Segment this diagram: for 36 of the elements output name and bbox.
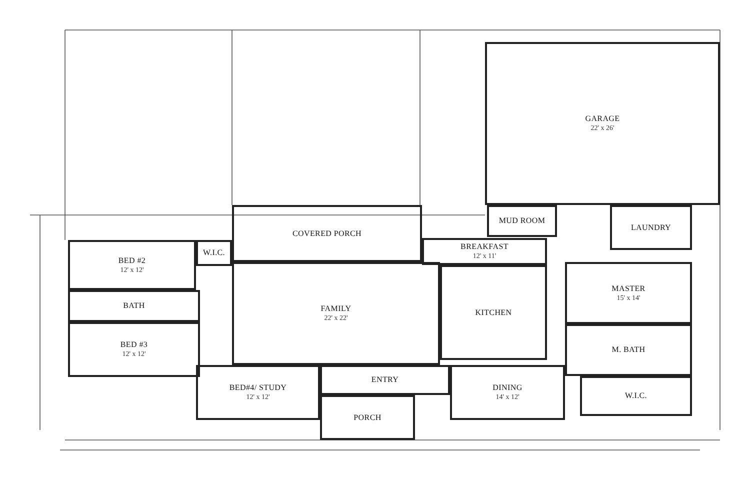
room-outline <box>450 365 565 420</box>
room-outline <box>565 324 692 376</box>
room-name: W.I.C. <box>202 249 226 257</box>
room-name: PORCH <box>354 414 382 422</box>
room-outline <box>485 42 720 205</box>
room-name: ENTRY <box>371 376 399 384</box>
room-name: LAUNDRY <box>630 224 672 232</box>
room-outline <box>196 240 232 266</box>
room-outline <box>320 365 450 395</box>
room-name: BATH <box>123 302 145 310</box>
room-name: MUD ROOM <box>498 217 546 225</box>
room-outline <box>565 262 692 324</box>
room-name: COVERED PORCH <box>292 230 362 238</box>
room-name: BED #3 <box>120 341 148 349</box>
room-outline <box>68 240 196 290</box>
room-name: M. BATH <box>612 346 646 354</box>
room-name: MASTER <box>612 284 646 292</box>
room-outline <box>422 238 547 265</box>
room-outline <box>232 262 440 365</box>
room-outline <box>440 265 547 360</box>
room-name: KITCHEN <box>475 308 512 316</box>
room-name: BED#4/ STUDY <box>229 384 287 392</box>
room-name: FAMILY <box>320 305 352 313</box>
room-name: BED #2 <box>118 256 146 264</box>
room-name: BREAKFAST <box>460 243 508 251</box>
room-outline <box>487 205 557 237</box>
room-outline <box>320 395 415 440</box>
room-outline <box>196 365 320 420</box>
room-outline <box>68 322 200 377</box>
room-name: GARAGE <box>585 115 620 123</box>
room-outline <box>580 376 692 416</box>
room-outline <box>610 205 692 250</box>
room-name: W.I.C. <box>624 392 648 400</box>
room-outline <box>68 290 200 322</box>
room-outline <box>232 205 422 262</box>
room-name: DINING <box>492 384 522 392</box>
